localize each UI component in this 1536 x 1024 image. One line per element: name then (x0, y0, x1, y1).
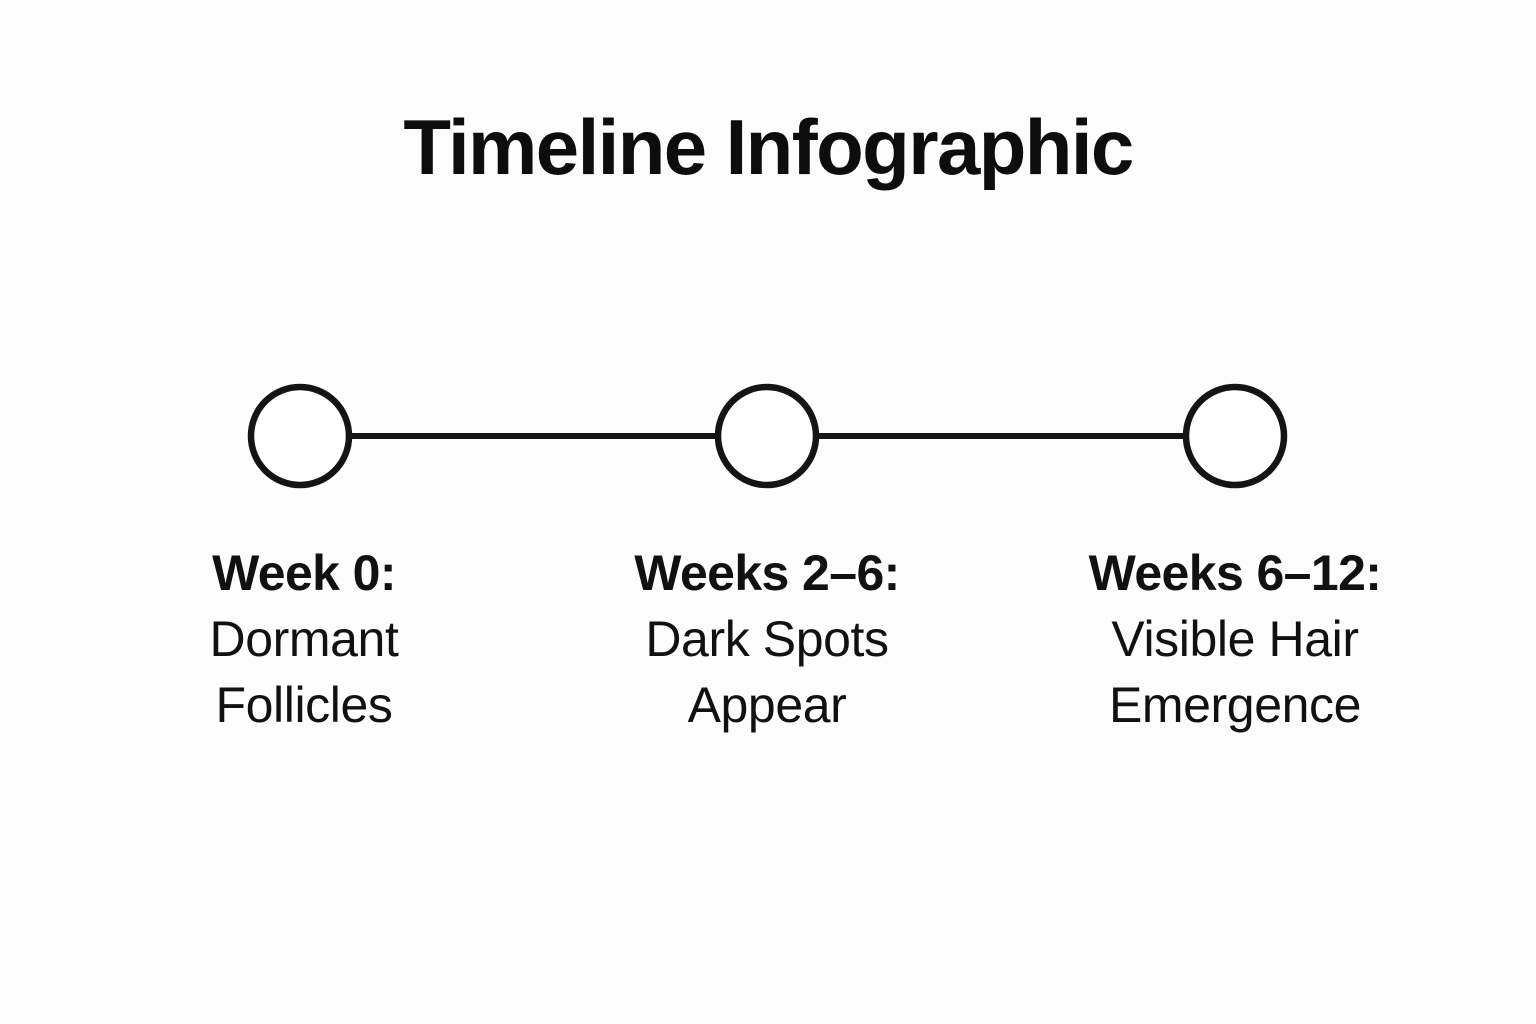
timeline-label-1-line-2: Follicles (215, 677, 393, 733)
timeline-label-1-heading: Week 0: (212, 545, 396, 601)
timeline-label-1-line-1: Dormant (209, 611, 399, 667)
timeline-node-1[interactable] (247, 383, 353, 489)
timeline-label-3-heading: Weeks 6–12: (1088, 545, 1382, 601)
timeline-node-3[interactable] (1182, 383, 1288, 489)
timeline-label-3: Weeks 6–12: Visible Hair Emergence (1015, 540, 1455, 738)
timeline-label-3-line-2: Emergence (1108, 677, 1362, 733)
timeline-node-2[interactable] (714, 383, 820, 489)
timeline-label-3-line-1: Visible Hair (1111, 611, 1359, 667)
timeline-label-1: Week 0: Dormant Follicles (84, 540, 524, 738)
timeline-label-2: Weeks 2–6: Dark Spots Appear (547, 540, 987, 738)
timeline-labels: Week 0: Dormant Follicles Weeks 2–6: Dar… (0, 540, 1536, 760)
timeline-label-2-line-2: Appear (687, 677, 847, 733)
timeline-label-2-heading: Weeks 2–6: (634, 545, 900, 601)
page-title: Timeline Infographic (403, 103, 1134, 191)
timeline-label-2-line-1: Dark Spots (645, 611, 889, 667)
